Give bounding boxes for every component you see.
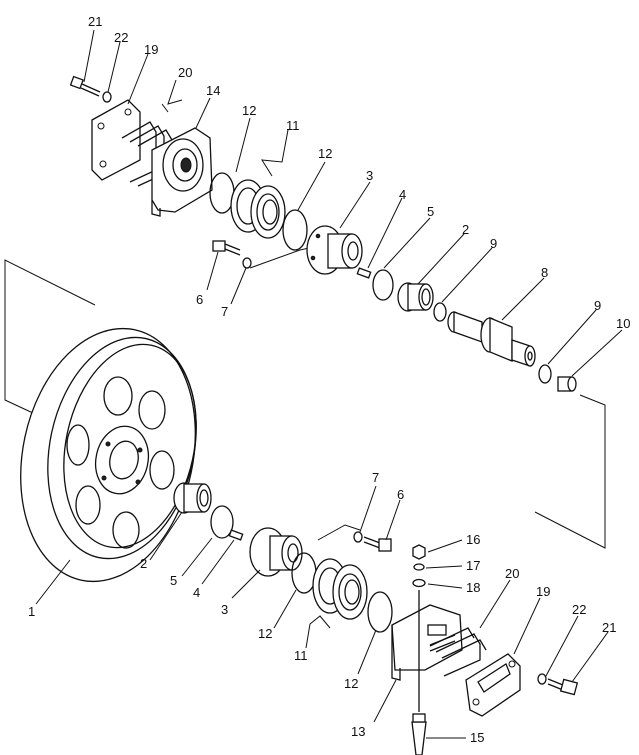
callout-21-upper: 21 [88,14,102,29]
callout-6-lower: 6 [397,487,404,502]
callout-9-right: 9 [594,298,601,313]
assembly-axis-lines [4,245,606,549]
callout-labels: 21 22 19 20 14 12 11 12 3 4 5 2 9 8 9 10… [28,14,630,745]
o-ring-part-9-right [538,364,552,384]
callout-13: 13 [351,724,365,739]
plug-part-10 [557,376,577,392]
callout-3-upper: 3 [366,168,373,183]
callout-22-upper: 22 [114,30,128,45]
callout-20-lower: 20 [505,566,519,581]
callout-15: 15 [470,730,484,745]
collar-part-3-upper [306,225,363,275]
callout-5-upper: 5 [427,204,434,219]
callout-9-upper: 9 [490,236,497,251]
floating-seal-part-11-upper [230,179,286,239]
pin-part-4-lower [228,529,244,541]
bolt-part-6-upper [212,240,241,256]
callout-11-lower: 11 [294,648,308,663]
grease-fitting-part-15 [411,713,427,755]
washer-part-7-upper [242,257,252,269]
bolt-part-21-upper [69,75,101,97]
callout-1: 1 [28,604,35,619]
support-part-13 [391,604,463,681]
bolt-part-6-lower [363,536,392,552]
callout-12-upper-b: 12 [318,146,332,161]
bushing-part-2-lower [173,482,212,514]
plate-part-19-lower [465,653,521,717]
callout-17: 17 [466,558,480,573]
leader-lines [35,29,623,739]
o-ring-part-12-upper-b [282,209,308,251]
washer-part-17 [413,563,425,571]
callout-14: 14 [206,83,220,98]
nut-part-16 [412,544,426,560]
washer-part-18 [412,578,426,588]
callout-2-upper: 2 [462,222,469,237]
o-ring-part-12-lower-b [367,591,393,633]
callout-12-upper-a: 12 [242,103,256,118]
pin-part-4-upper [356,267,372,279]
idler-wheel-part-1 [20,327,197,583]
shaft-part-8 [447,311,536,367]
callout-7-upper: 7 [221,304,228,319]
callout-18: 18 [466,580,480,595]
shims-part-20-lower [429,627,487,677]
washer-part-7-lower [353,531,363,543]
callout-10: 10 [616,316,630,331]
callout-11-upper: 11 [286,118,300,133]
callout-4-lower: 4 [193,585,200,600]
callout-19-upper: 19 [144,42,158,57]
o-ring-part-9-upper [433,302,447,322]
o-ring-part-5-upper [372,269,394,301]
callout-16: 16 [466,532,480,547]
callout-7-lower: 7 [372,470,379,485]
washer-part-22-lower [537,673,547,685]
callout-6-upper: 6 [196,292,203,307]
callout-5-lower: 5 [170,573,177,588]
bolt-part-21-lower [547,678,579,696]
callout-22-lower: 22 [572,602,586,617]
callout-20-upper: 20 [178,65,192,80]
callout-12-lower-a: 12 [258,626,272,641]
support-part-14 [151,127,213,217]
collar-part-3-lower [249,527,303,577]
callout-2-lower: 2 [140,556,147,571]
callout-19-lower: 19 [536,584,550,599]
callout-8: 8 [541,265,548,280]
bushing-part-2-upper [397,282,434,312]
callout-3-lower: 3 [221,602,228,617]
o-ring-part-5-lower [210,505,234,539]
washer-part-22-upper [102,91,112,103]
plate-part-19-upper [91,99,141,181]
callout-21-lower: 21 [602,620,616,635]
callout-12-lower-b: 12 [344,676,358,691]
floating-seal-part-11-lower [312,558,368,620]
callout-4-upper: 4 [399,187,406,202]
